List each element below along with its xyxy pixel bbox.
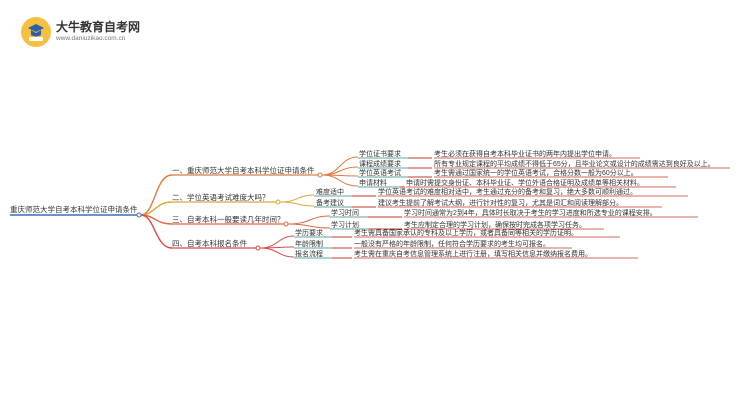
leaf-3-1-detail: 学习时间通常为2到4年，具体时长取决于考生的学习进度和所选专业的课程安排。 xyxy=(404,208,657,217)
root-connector xyxy=(136,212,142,218)
curve-3-1 xyxy=(287,215,331,225)
leaf-3-2-label: 学习计划 xyxy=(331,220,359,229)
branch-2-label: 二、学位英语考试难度大吗？ xyxy=(172,192,270,202)
branch-1-connector xyxy=(317,172,323,178)
leaf-1-2-detail: 所有专业规定课程的平均成绩不得低于65分，且毕业论文或设计的成绩需达到良好及以上… xyxy=(434,159,715,168)
leaf-4-2-label: 年龄限制 xyxy=(295,239,323,248)
site-logo[interactable]: 大牛教育自考网 www.daniuzikao.com.cn xyxy=(20,16,150,48)
curve-1-2 xyxy=(321,166,359,176)
leaf-2-2-label: 备考建议 xyxy=(316,198,344,207)
leaf-1-3-detail: 考生需通过国家统一的学位英语考试，合格分数一般为60分以上。 xyxy=(434,168,638,177)
curve-4-1 xyxy=(259,235,295,249)
leaf-2-2-detail: 建议考生提前了解考试大纲，进行针对性的复习，尤其是词汇和阅读理解部分。 xyxy=(378,198,623,207)
leaf-4-1-detail: 考生需具备国家承认的专科及以上学历，或者具备同等相关的学历证明。 xyxy=(354,228,578,237)
leaf-3-2-detail: 考生应制定合理的学习计划，确保按时完成各项学习任务。 xyxy=(404,220,586,229)
leaf-4-2-detail: 一般没有严格的年龄限制，任何符合学历要求的考生均可报名。 xyxy=(354,239,550,248)
leaf-4-3-detail: 考生需在重庆自考信息管理系统上进行注册，填写相关信息并缴纳报名费用。 xyxy=(354,249,592,258)
leaf-1-3-label: 学位英语考试 xyxy=(359,168,401,177)
branch-4-label: 四、自考本科报名条件 xyxy=(172,238,247,248)
curve-branch-1 xyxy=(140,174,173,216)
leaf-3-1-label: 学习时间 xyxy=(331,208,359,217)
curve-3-2 xyxy=(287,223,331,229)
leaf-2-1-label: 难度适中 xyxy=(316,187,344,196)
leaf-4-3-label: 报名流程 xyxy=(295,249,323,258)
leaf-1-2-label: 课程成绩要求 xyxy=(359,159,401,168)
curve-2-1 xyxy=(279,194,315,203)
root-node: 重庆师范大学自考本科学位证申请条件 xyxy=(10,204,138,214)
curve-2-2 xyxy=(279,201,315,207)
leaf-1-1-detail: 考生必须在获得自考本科毕业证书的两年内提出学位申请。 xyxy=(434,149,616,158)
branch-3-connector xyxy=(283,221,289,227)
leaf-1-4-detail: 申请时需提交身份证、本科毕业证、学位外语合格证明及成绩单等相关材料。 xyxy=(406,178,644,187)
curve-1-4 xyxy=(321,174,359,187)
graduation-book-icon xyxy=(21,17,51,47)
curve-4-3 xyxy=(259,247,295,258)
site-url: www.daniuzikao.com.cn xyxy=(56,35,126,42)
branch-2-connector xyxy=(275,199,281,205)
leaf-1-4-label: 申请材料 xyxy=(359,178,387,187)
site-title: 大牛教育自考网 xyxy=(56,20,141,34)
curve-1-1 xyxy=(321,156,359,176)
curve-branch-4 xyxy=(140,214,173,249)
branch-4-connector xyxy=(255,245,261,251)
leaf-4-1-label: 学历要求 xyxy=(295,228,323,237)
branch-3-label: 三、自考本科一般要读几年时间？ xyxy=(172,214,285,224)
leaf-1-1-label: 学位证书要求 xyxy=(359,149,401,158)
branch-1-label: 一、重庆师范大学自考本科学位证申请条件 xyxy=(172,165,315,175)
leaf-2-1-detail: 学位英语考试的难度相对适中，考生通过充分的备考和复习，绝大多数可顺利通过。 xyxy=(378,187,637,196)
